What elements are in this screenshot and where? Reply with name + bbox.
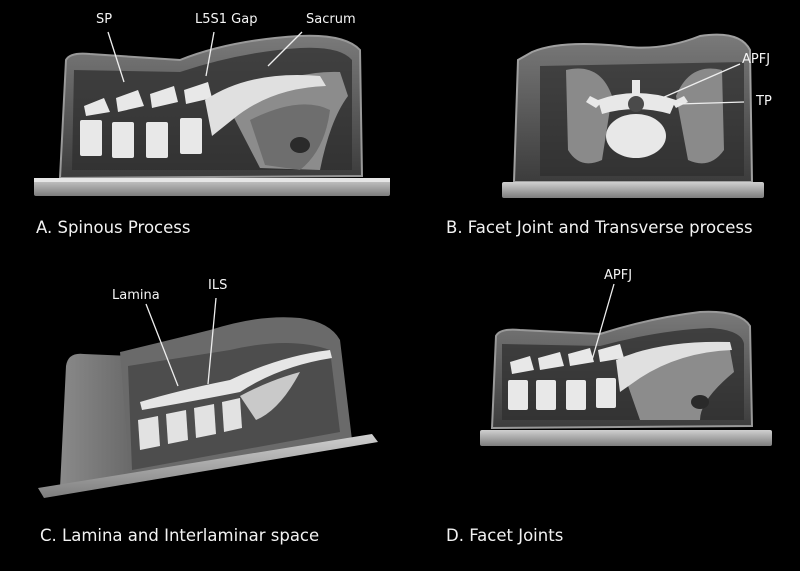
vertebral-body	[146, 122, 168, 158]
label-ils: ILS	[208, 278, 228, 293]
label-sp: SP	[96, 12, 113, 27]
label-sacrum: Sacrum	[306, 12, 356, 27]
label-tp: TP	[756, 94, 772, 109]
vertebral-body	[180, 118, 202, 154]
panel-c-image	[38, 297, 378, 498]
caption-panel-d: D. Facet Joints	[446, 526, 564, 545]
vertebral-body	[80, 120, 102, 156]
panel-a-image	[34, 31, 390, 196]
vertebral-body	[112, 122, 134, 158]
label-apfj-d: APFJ	[604, 268, 633, 283]
label-l5s1-gap: L5S1 Gap	[195, 12, 258, 27]
caption-panel-c: C. Lamina and Interlaminar space	[40, 526, 320, 545]
caption-panel-a: A. Spinous Process	[36, 218, 191, 237]
label-lamina: Lamina	[112, 288, 160, 303]
panel-d-image	[480, 283, 772, 446]
label-apfj: APFJ	[742, 52, 771, 67]
caption-panel-b: B. Facet Joint and Transverse process	[446, 218, 753, 237]
panel-b-image	[502, 33, 764, 198]
